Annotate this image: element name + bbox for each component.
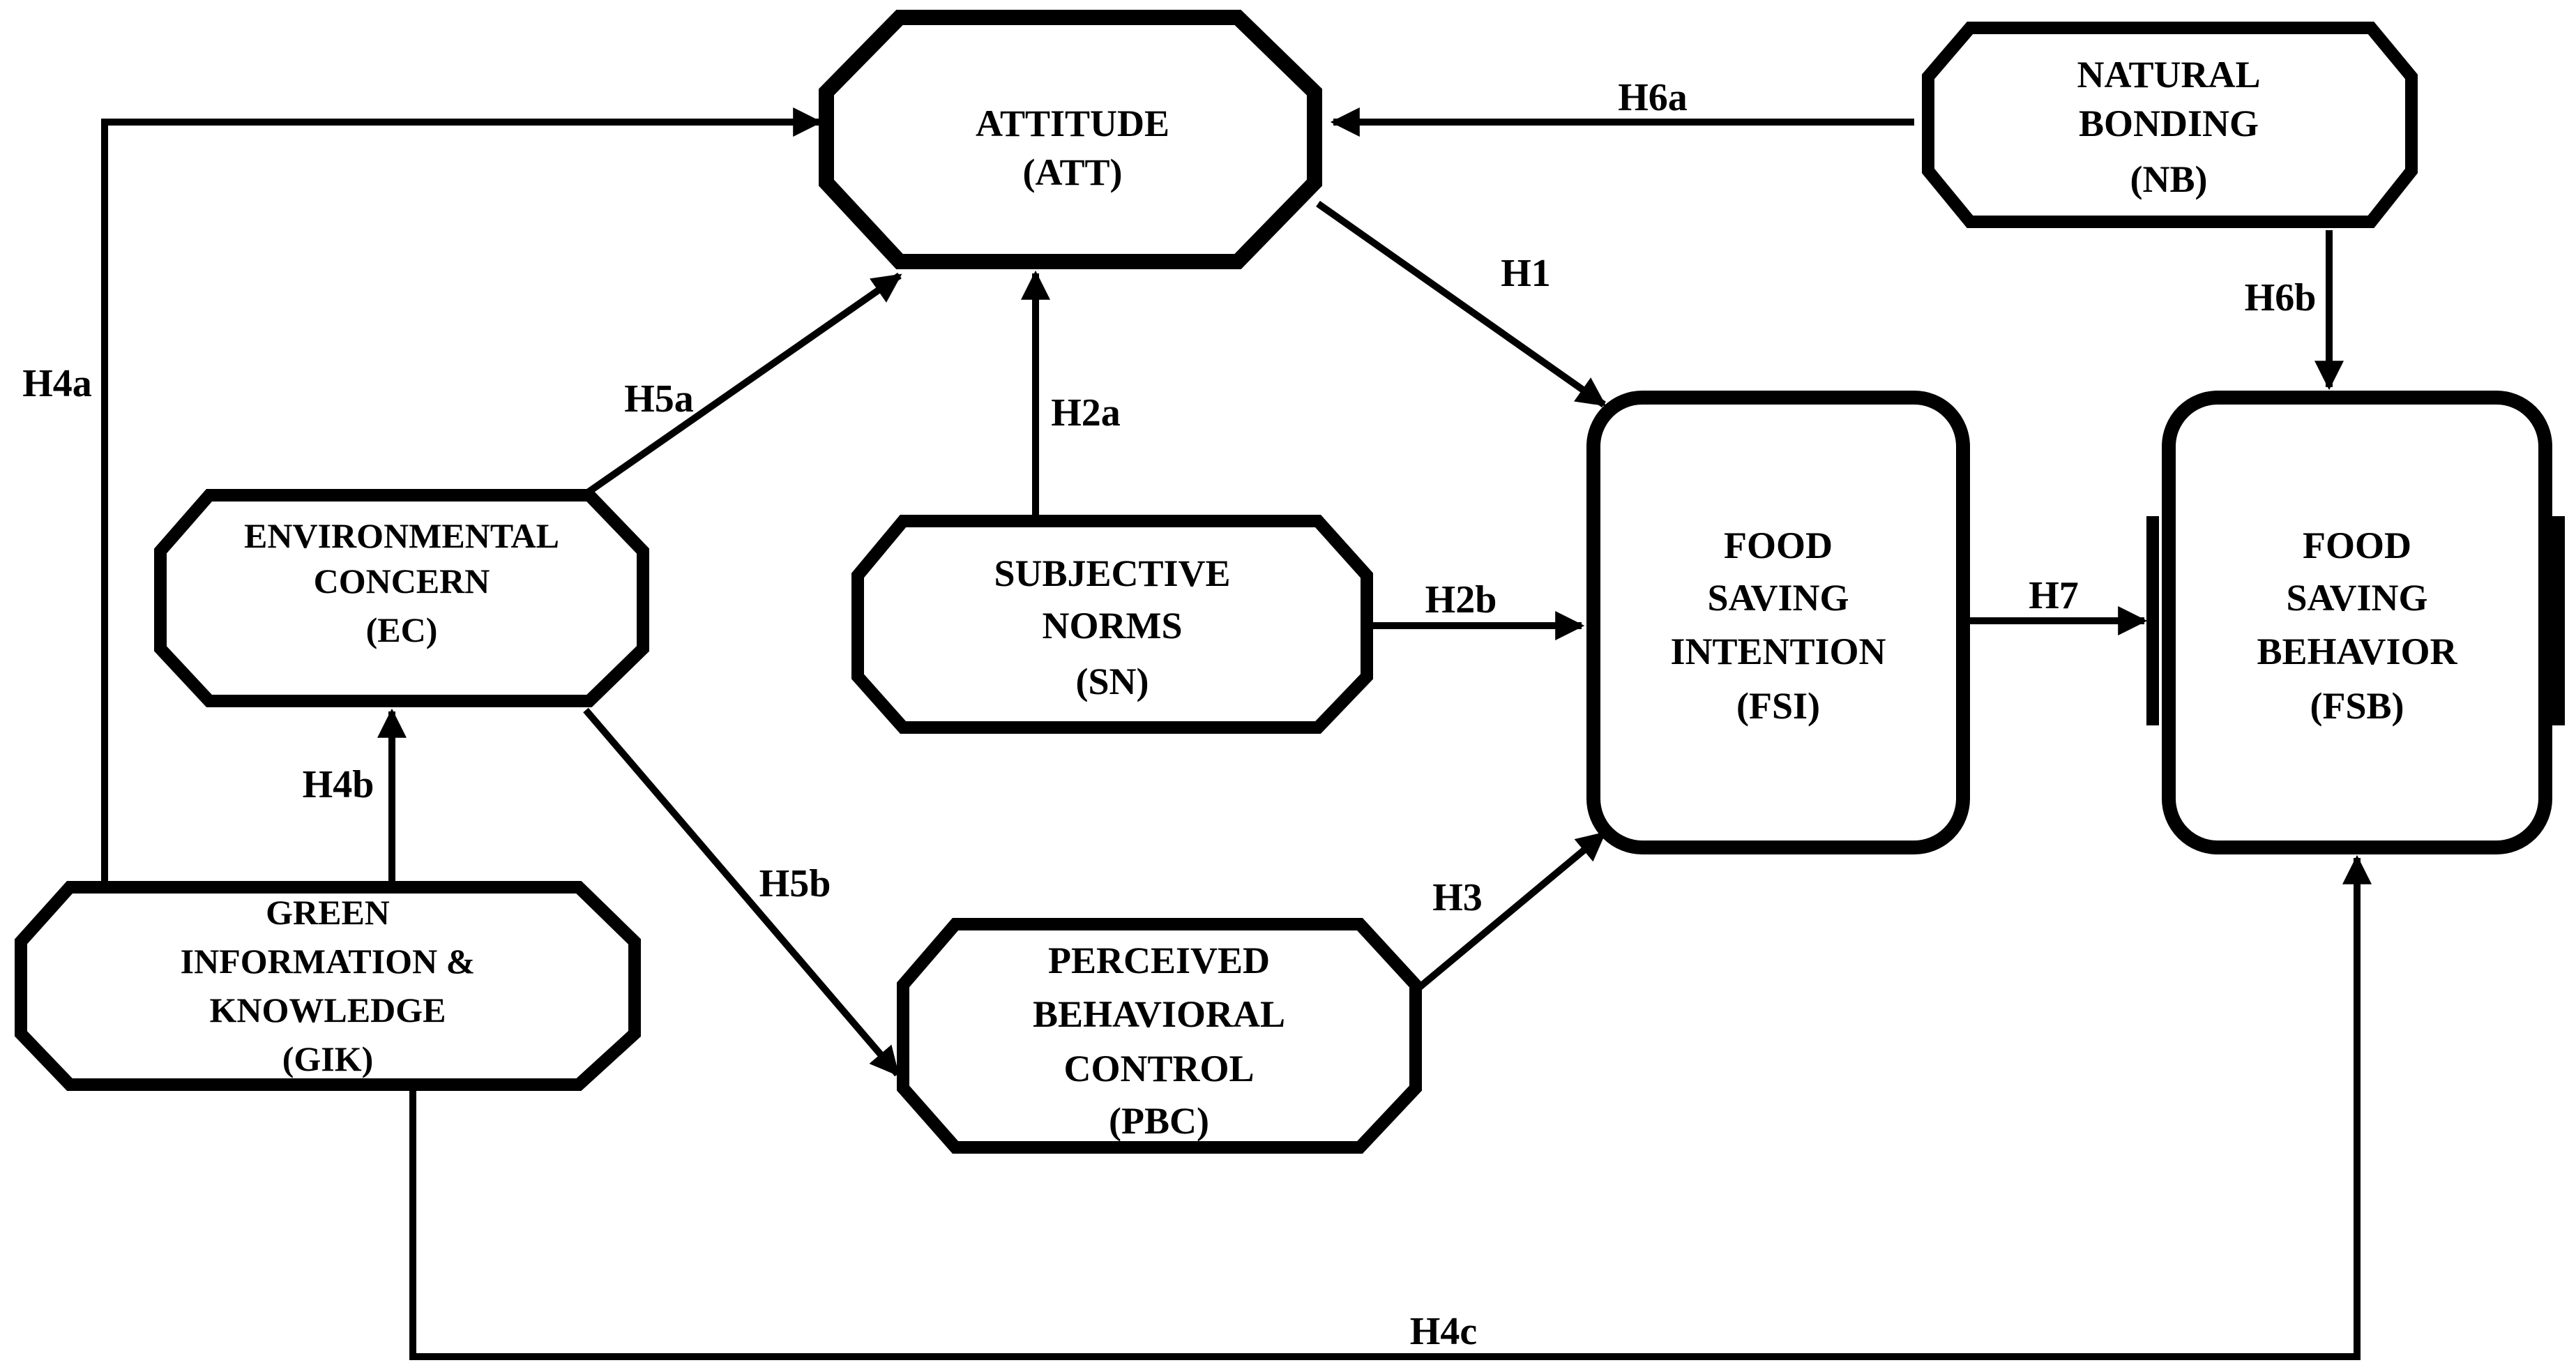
edge-h4a <box>101 107 823 882</box>
node-perceived-behavioral-control-line-4: (PBC) <box>1109 1100 1209 1142</box>
node-attitude: ATTITUDE (ATT) <box>819 9 1322 269</box>
node-green-information-knowledge-line-3: KNOWLEDGE <box>210 990 446 1030</box>
node-food-saving-behavior-line-3: BEHAVIOR <box>2257 631 2457 672</box>
node-subjective-norms-line-2: NORMS <box>1043 605 1183 647</box>
node-attitude-line-1: ATTITUDE <box>976 103 1169 144</box>
edge-h4c <box>409 854 2372 1360</box>
node-green-information-knowledge-line-2: INFORMATION & <box>181 942 476 981</box>
edge-label-h4b: H4b <box>303 763 374 806</box>
node-perceived-behavioral-control-line-1: PERCEIVED <box>1048 940 1270 981</box>
edge-h1 <box>1316 200 1607 408</box>
node-food-saving-intention-line-4: (FSI) <box>1736 685 1820 727</box>
node-food-saving-behavior-line-4: (FSB) <box>2310 685 2404 727</box>
node-food-saving-intention-line-2: SAVING <box>1707 577 1849 619</box>
edge-label-h3: H3 <box>1432 876 1483 919</box>
node-food-saving-intention: FOOD SAVING INTENTION (FSI) <box>1586 391 1970 854</box>
edge-h3 <box>1413 831 1607 993</box>
node-subjective-norms: SUBJECTIVE NORMS (SN) <box>851 515 1373 734</box>
edge-label-h2a: H2a <box>1051 391 1121 435</box>
node-green-information-knowledge-line-4: (GIK) <box>282 1039 374 1078</box>
edge-label-h6a: H6a <box>1618 76 1688 119</box>
edge-label-h6b: H6b <box>2245 276 2317 319</box>
node-attitude-line-2: (ATT) <box>1023 151 1123 193</box>
node-perceived-behavioral-control-line-3: CONTROL <box>1063 1048 1254 1090</box>
node-perceived-behavioral-control-line-2: BEHAVIORAL <box>1033 993 1285 1035</box>
edge-label-h5a: H5a <box>624 377 694 421</box>
node-environmental-concern: ENVIRONMENTAL CONCERN (EC) <box>154 489 649 707</box>
node-environmental-concern-line-3: (EC) <box>366 610 438 649</box>
node-subjective-norms-line-1: SUBJECTIVE <box>994 552 1230 594</box>
edge-h5b <box>583 707 900 1077</box>
node-food-saving-behavior-line-2: SAVING <box>2286 577 2427 619</box>
edge-h5a <box>584 272 902 497</box>
edge-label-h1: H1 <box>1501 252 1551 295</box>
node-environmental-concern-line-2: CONCERN <box>314 561 490 601</box>
node-green-information-knowledge: GREEN INFORMATION & KNOWLEDGE (GIK) <box>15 881 641 1091</box>
node-natural-bonding-line-2: BONDING <box>2079 103 2259 144</box>
edge-label-h2b: H2b <box>1425 578 1497 621</box>
node-food-saving-behavior: FOOD SAVING BEHAVIOR (FSB) <box>2146 391 2565 854</box>
node-natural-bonding-line-1: NATURAL <box>2077 54 2260 96</box>
node-food-saving-intention-line-3: INTENTION <box>1670 631 1886 672</box>
edge-label-h5b: H5b <box>759 862 831 905</box>
edge-labels: H6a H1 H6b H4a H5a H2a H2b H7 H4b H5b H3… <box>22 76 2316 1353</box>
node-subjective-norms-line-3: (SN) <box>1076 661 1149 702</box>
node-perceived-behavioral-control: PERCEIVED BEHAVIORAL CONTROL (PBC) <box>897 918 1422 1154</box>
edge-label-h4c: H4c <box>1410 1310 1477 1353</box>
node-natural-bonding: NATURAL BONDING (NB) <box>1922 21 2418 228</box>
node-natural-bonding-line-3: (NB) <box>2130 158 2208 200</box>
edges <box>101 107 2372 1360</box>
edge-label-h7: H7 <box>2029 574 2079 617</box>
node-food-saving-behavior-line-1: FOOD <box>2303 525 2411 566</box>
node-green-information-knowledge-line-1: GREEN <box>266 893 390 932</box>
node-food-saving-intention-line-1: FOOD <box>1724 525 1833 566</box>
node-environmental-concern-line-1: ENVIRONMENTAL <box>244 516 559 555</box>
edge-label-h4a: H4a <box>22 362 92 405</box>
